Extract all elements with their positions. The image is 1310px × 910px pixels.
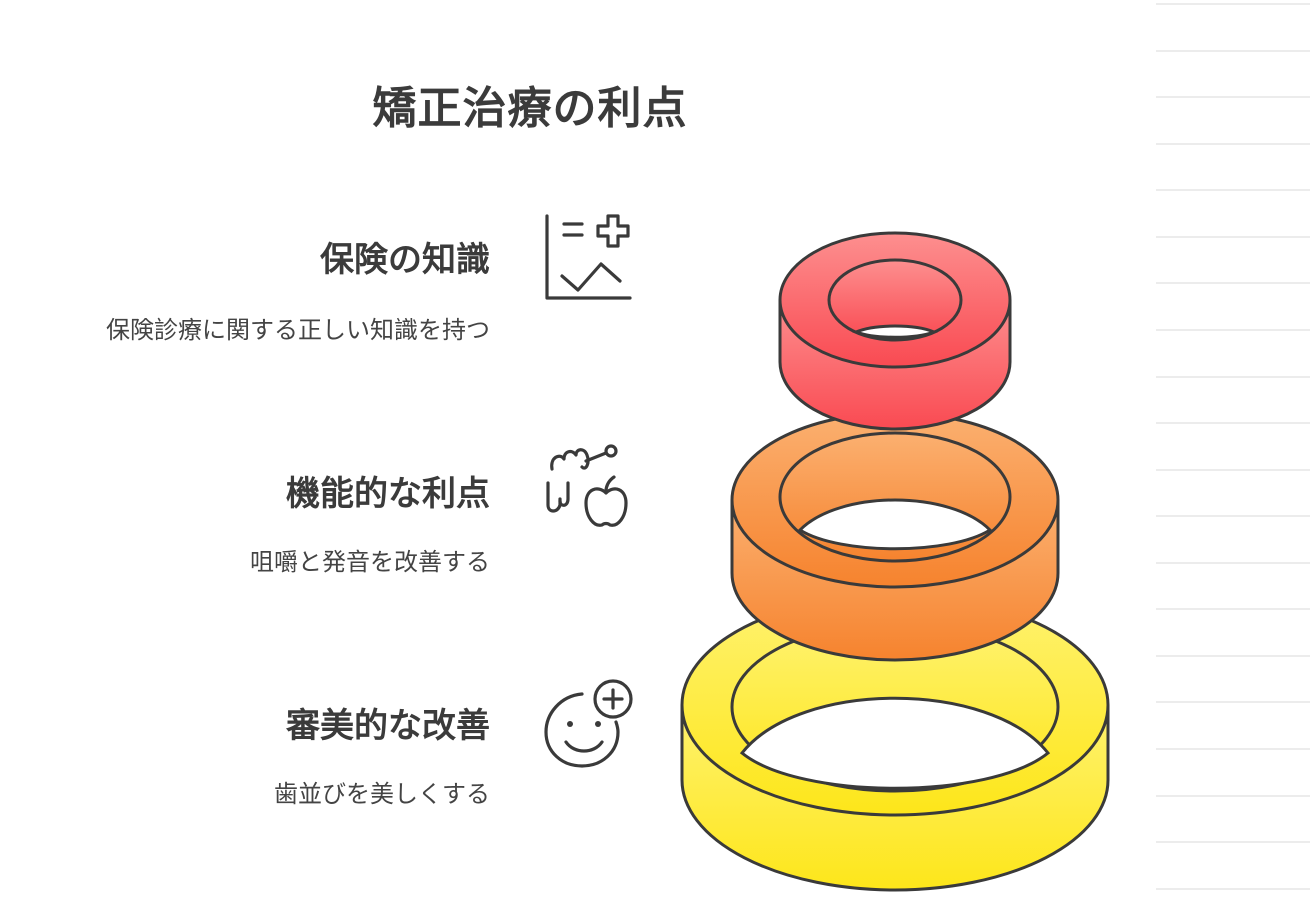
item-description-functional: 咀嚼と発音を改善する <box>250 548 490 576</box>
guide-line <box>1156 189 1310 191</box>
item-heading-insurance: 保険の知識 <box>320 240 490 280</box>
guide-line <box>1156 469 1310 471</box>
guide-line <box>1156 655 1310 657</box>
chart-medical-cross-icon <box>545 214 632 300</box>
guide-line <box>1156 608 1310 610</box>
guide-line <box>1156 236 1310 238</box>
item-heading-functional: 機能的な利点 <box>286 474 490 514</box>
guide-line <box>1156 701 1310 703</box>
guide-line <box>1156 888 1310 890</box>
guide-line <box>1156 841 1310 843</box>
guide-line <box>1156 422 1310 424</box>
item-description-insurance: 保険診療に関する正しい知識を持つ <box>106 316 490 344</box>
guide-line <box>1156 143 1310 145</box>
guide-line <box>1156 329 1310 331</box>
smile-plus-icon <box>544 679 633 768</box>
ring-insurance <box>778 231 1012 431</box>
chewing-apple-icon <box>546 444 628 527</box>
stacked-rings-diagram <box>680 231 1110 892</box>
ring-functional <box>730 411 1060 662</box>
guide-line <box>1156 96 1310 98</box>
guide-line <box>1156 748 1310 750</box>
guide-line <box>1156 3 1310 5</box>
guide-line <box>1156 515 1310 517</box>
background-guide-lines <box>1156 0 1310 910</box>
item-description-aesthetic: 歯並びを美しくする <box>274 780 490 808</box>
guide-line <box>1156 795 1310 797</box>
page-title: 矯正治療の利点 <box>372 83 688 134</box>
item-heading-aesthetic: 審美的な改善 <box>286 706 490 746</box>
guide-line <box>1156 376 1310 378</box>
ring-aesthetic <box>680 593 1110 892</box>
guide-line <box>1156 282 1310 284</box>
guide-line <box>1156 562 1310 564</box>
guide-line <box>1156 50 1310 52</box>
